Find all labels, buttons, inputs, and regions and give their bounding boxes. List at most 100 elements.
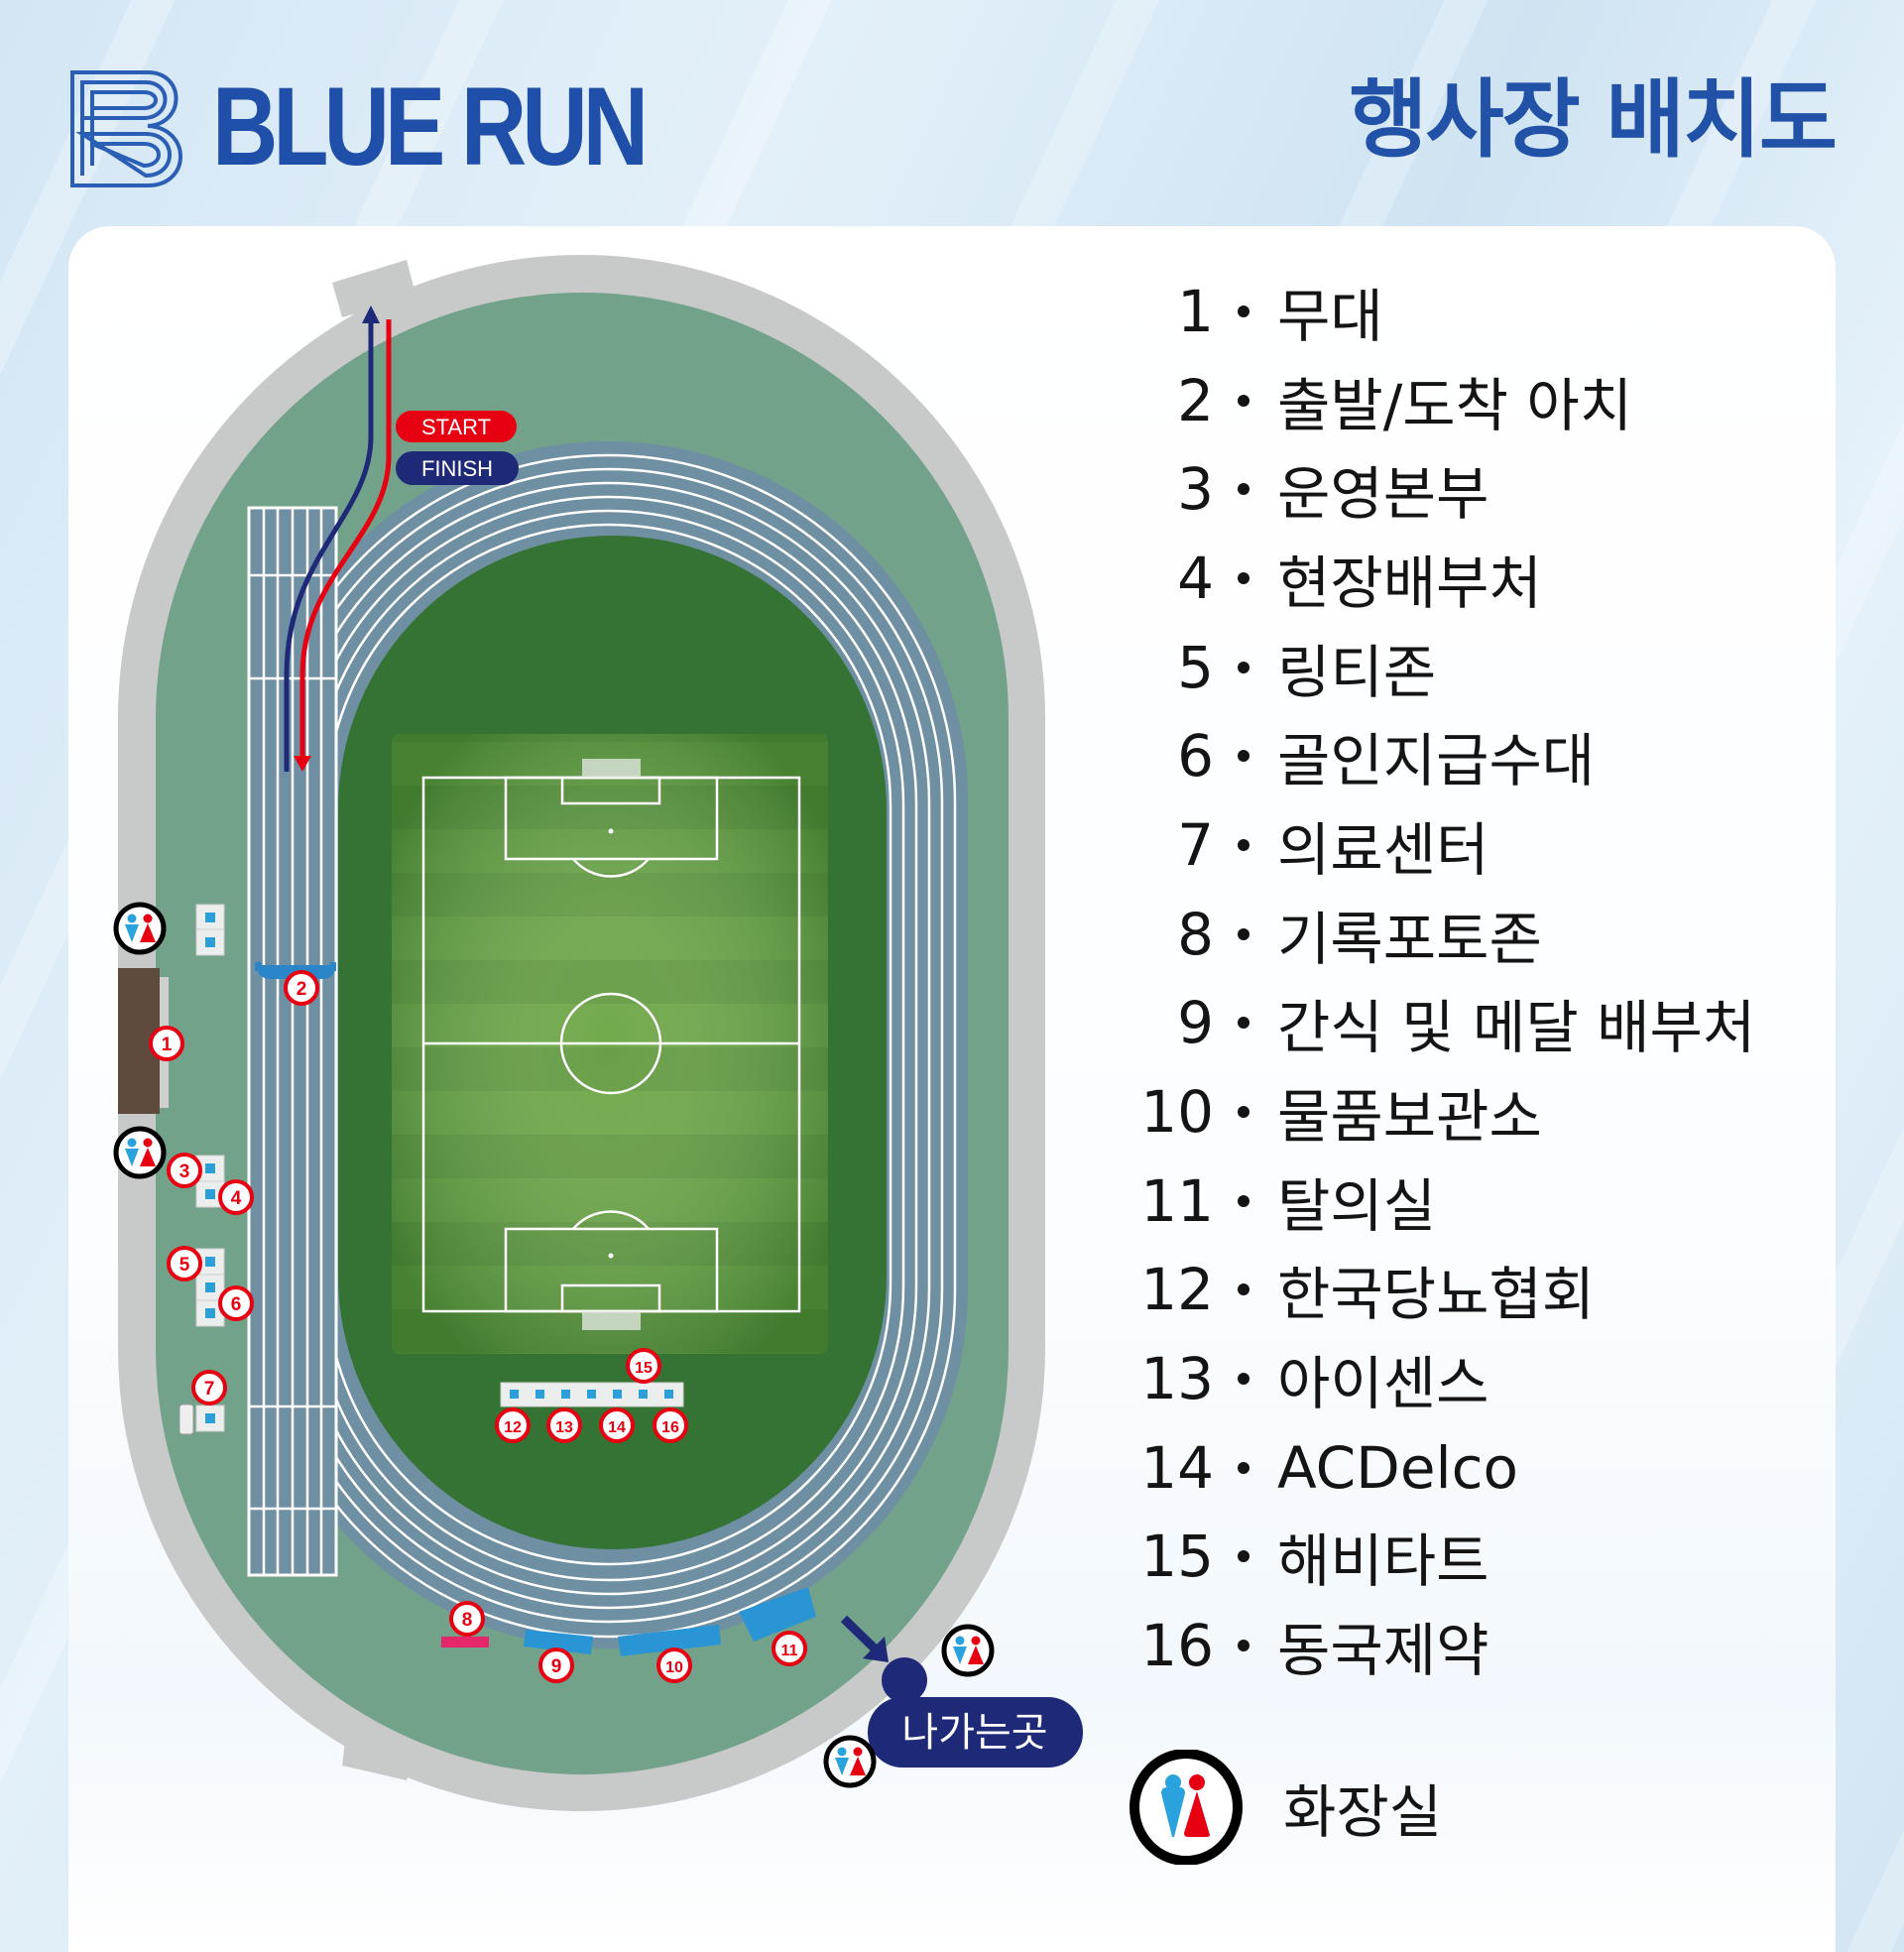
svg-text:4: 4 bbox=[231, 1188, 242, 1209]
changing-tent bbox=[739, 1587, 816, 1642]
svg-text:13: 13 bbox=[555, 1419, 573, 1436]
legend-label: 탈의실 bbox=[1277, 1171, 1437, 1240]
page-title: 행사장 배치도 bbox=[1349, 70, 1838, 170]
legend-item: 4 현장배부처 bbox=[1101, 534, 1755, 623]
toilet-legend: 화장실 bbox=[1129, 1750, 1442, 1865]
bullet-icon bbox=[1238, 1017, 1250, 1030]
marker-14[interactable]: 14 bbox=[599, 1407, 635, 1443]
legend-number: 9 bbox=[1177, 989, 1214, 1057]
legend-label: 간식 및 메달 배부처 bbox=[1277, 994, 1756, 1062]
booth-row bbox=[500, 1382, 684, 1407]
svg-text:2: 2 bbox=[297, 979, 307, 1000]
bullet-icon bbox=[1238, 1373, 1250, 1386]
legend-item: 6 골인지급수대 bbox=[1101, 711, 1755, 800]
legend-item: 9 간식 및 메달 배부처 bbox=[1101, 979, 1755, 1068]
svg-text:START: START bbox=[421, 415, 491, 439]
legend-label: 골인지급수대 bbox=[1277, 727, 1596, 795]
storage-tent bbox=[618, 1625, 721, 1656]
marker-13[interactable]: 13 bbox=[546, 1407, 582, 1443]
bullet-icon bbox=[1238, 483, 1250, 496]
toilet-icon bbox=[116, 905, 164, 952]
legend-number: 13 bbox=[1140, 1345, 1214, 1413]
marker-9[interactable]: 9 bbox=[538, 1647, 574, 1683]
soccer-pitch bbox=[392, 734, 828, 1354]
blue-run-logo-icon bbox=[70, 70, 182, 187]
marker-1[interactable]: 1 bbox=[149, 1026, 184, 1061]
legend-number: 1 bbox=[1177, 277, 1214, 345]
bullet-icon bbox=[1238, 1640, 1250, 1652]
svg-text:5: 5 bbox=[179, 1255, 190, 1276]
bullet-icon bbox=[1238, 750, 1250, 763]
legend-item: 3 운영본부 bbox=[1101, 444, 1755, 534]
legend-label: ACDelco bbox=[1277, 1433, 1518, 1502]
marker-12[interactable]: 12 bbox=[495, 1407, 531, 1443]
north-gate bbox=[332, 260, 416, 317]
start-label: START bbox=[396, 411, 517, 442]
legend-number: 15 bbox=[1140, 1523, 1214, 1591]
bullet-icon bbox=[1238, 1461, 1250, 1474]
legend-label: 링티존 bbox=[1277, 638, 1437, 706]
legend-label: 현장배부처 bbox=[1277, 549, 1542, 617]
marker-10[interactable]: 10 bbox=[656, 1647, 692, 1683]
bullet-icon bbox=[1238, 927, 1250, 940]
legend-label: 아이센스 bbox=[1277, 1350, 1489, 1418]
legend-label: 물품보관소 bbox=[1277, 1083, 1542, 1152]
marker-3[interactable]: 3 bbox=[167, 1153, 202, 1188]
legend-number: 16 bbox=[1140, 1612, 1214, 1680]
legend-label: 출발/도착 아치 bbox=[1277, 371, 1633, 439]
legend-number: 3 bbox=[1177, 455, 1214, 524]
toilet-icon bbox=[944, 1627, 992, 1674]
marker-8[interactable]: 8 bbox=[449, 1601, 485, 1637]
legend-label: 기록포토존 bbox=[1277, 905, 1542, 973]
finish-label: FINISH bbox=[396, 451, 519, 485]
legend-number: 6 bbox=[1177, 722, 1214, 791]
legend-number: 7 bbox=[1177, 810, 1214, 879]
photo-zone bbox=[441, 1637, 489, 1647]
legend-item: 14 ACDelco bbox=[1101, 1423, 1755, 1513]
svg-text:15: 15 bbox=[635, 1360, 653, 1377]
marker-4[interactable]: 4 bbox=[218, 1179, 254, 1215]
svg-text:16: 16 bbox=[661, 1419, 679, 1436]
marker-5[interactable]: 5 bbox=[167, 1246, 202, 1281]
legend-label: 한국당뇨협회 bbox=[1277, 1261, 1596, 1329]
bullet-icon bbox=[1238, 661, 1250, 673]
south-gate bbox=[342, 1726, 416, 1780]
marker-2[interactable]: 2 bbox=[284, 970, 319, 1006]
marker-16[interactable]: 16 bbox=[653, 1407, 688, 1443]
svg-text:FINISH: FINISH bbox=[421, 456, 493, 481]
svg-text:12: 12 bbox=[504, 1419, 522, 1436]
toilet-icon bbox=[1130, 1750, 1243, 1865]
marker-11[interactable]: 11 bbox=[772, 1631, 807, 1666]
legend-number: 14 bbox=[1140, 1433, 1214, 1502]
svg-text:10: 10 bbox=[665, 1659, 683, 1676]
svg-text:나가는곳: 나가는곳 bbox=[901, 1710, 1047, 1756]
exit-marker: 나가는곳 bbox=[840, 1615, 1083, 1768]
marker-7[interactable]: 7 bbox=[191, 1370, 227, 1405]
svg-text:6: 6 bbox=[231, 1294, 242, 1315]
svg-text:9: 9 bbox=[551, 1656, 562, 1677]
svg-text:1: 1 bbox=[162, 1035, 173, 1055]
legend-number: 4 bbox=[1177, 544, 1214, 612]
bullet-icon bbox=[1238, 1106, 1250, 1119]
bullet-icon bbox=[1238, 571, 1250, 584]
marker-6[interactable]: 6 bbox=[218, 1285, 254, 1321]
medical-vehicle bbox=[178, 1403, 194, 1435]
route-in-arrow-icon bbox=[294, 756, 311, 772]
legend-label: 운영본부 bbox=[1277, 460, 1489, 529]
bullet-icon bbox=[1238, 1550, 1250, 1563]
marker-15[interactable]: 15 bbox=[626, 1348, 661, 1384]
svg-text:7: 7 bbox=[204, 1379, 215, 1400]
brand-name: BLUE RUN bbox=[212, 64, 649, 188]
start-finish-arch bbox=[255, 961, 336, 979]
